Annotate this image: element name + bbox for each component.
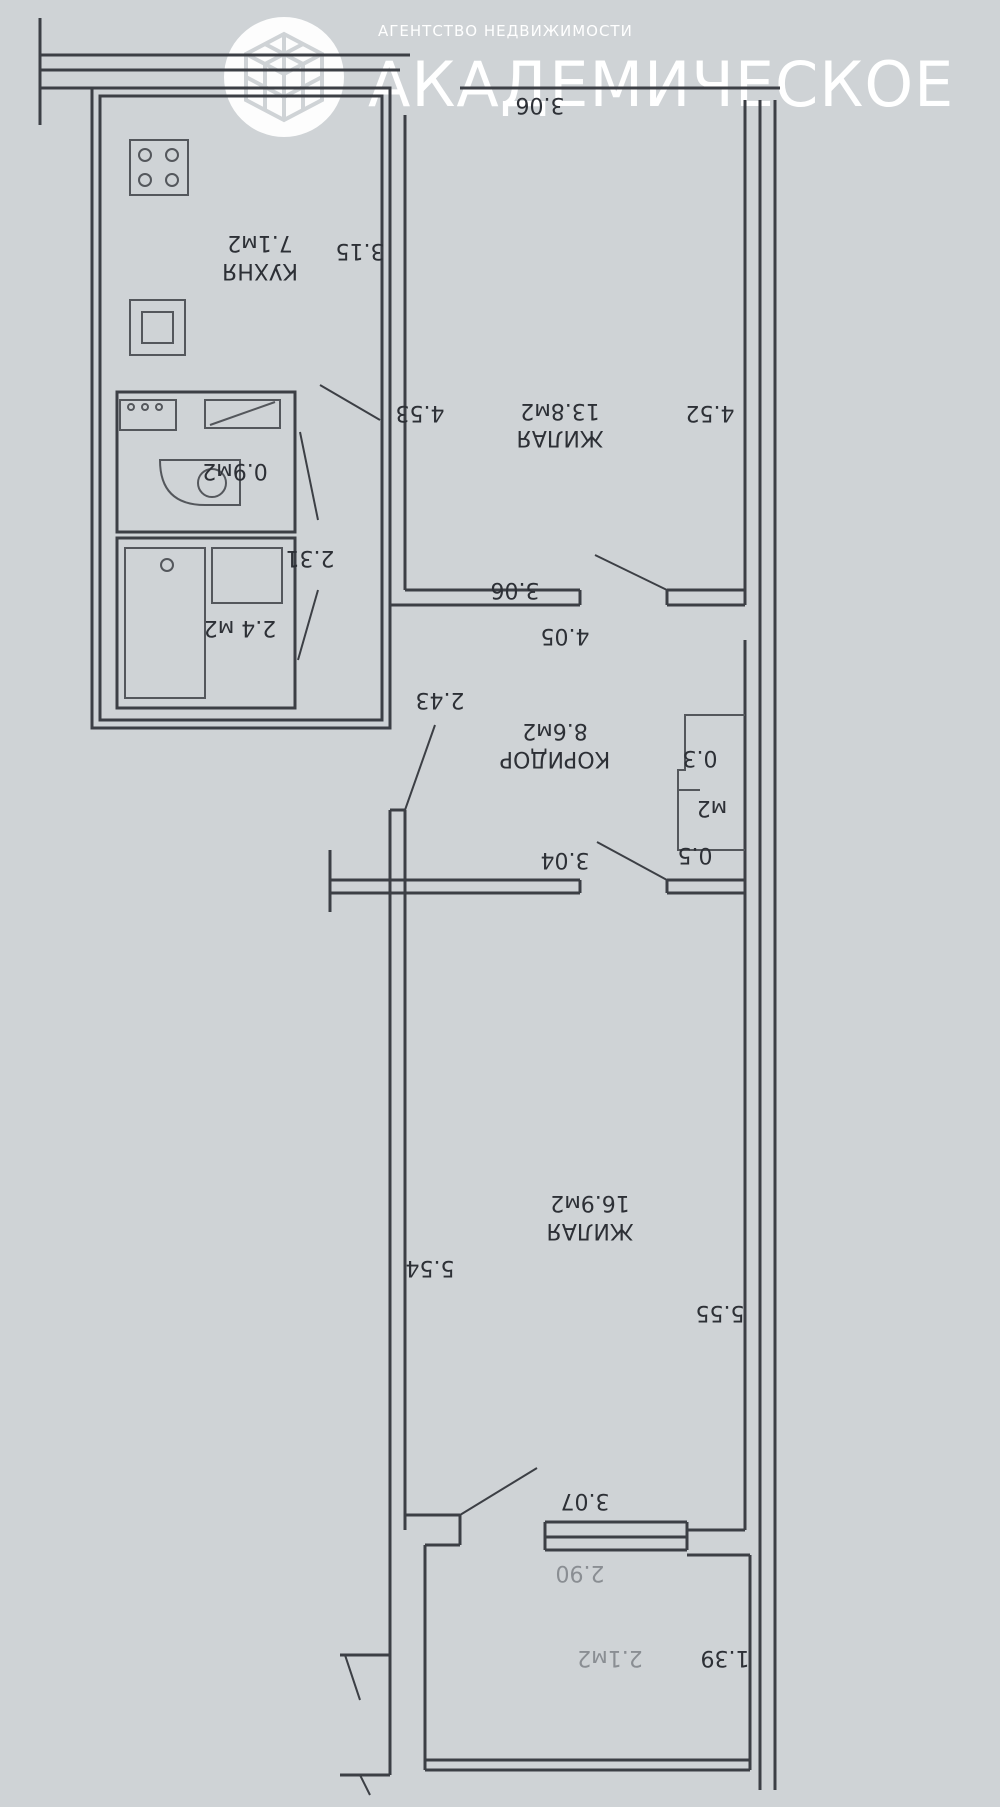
closet bbox=[677, 714, 745, 851]
kitchen-stove bbox=[129, 139, 189, 196]
living-2-area: 16.9м2 bbox=[550, 1190, 630, 1215]
corridor bbox=[328, 640, 747, 1530]
living-1-area: 13.8м2 bbox=[520, 398, 600, 423]
dim-living2-right: 5.55 bbox=[696, 1300, 745, 1325]
outer-right-wall bbox=[758, 100, 777, 1790]
kitchen-name: КУХНЯ bbox=[222, 258, 298, 283]
dim-kitchen: 3.15 bbox=[336, 238, 385, 263]
dim-closet-2: 0.5 bbox=[678, 842, 713, 867]
dim-bath: 2.31 bbox=[286, 545, 335, 570]
bath-area: 2.4 м2 bbox=[204, 615, 277, 640]
wc-room bbox=[115, 390, 319, 534]
dim-balcony-width: 2.90 bbox=[556, 1560, 605, 1585]
agency-tagline: АГЕНТСТВО НЕДВИЖИМОСТИ bbox=[378, 22, 633, 40]
dim-corridor-top: 4.05 bbox=[541, 623, 590, 648]
top-wall bbox=[38, 18, 780, 125]
kitchen-sink bbox=[129, 299, 186, 356]
agency-name: АКАДЕМИЧЕСКОЕ bbox=[368, 48, 955, 121]
closet-area: м2 bbox=[697, 795, 728, 820]
dim-corridor-bottom: 3.04 bbox=[541, 847, 590, 872]
living-2-name: ЖИЛАЯ bbox=[546, 1218, 633, 1243]
dim-closet-1: 0.3 bbox=[683, 745, 718, 770]
dim-balcony-depth: 1.39 bbox=[701, 1645, 750, 1670]
dim-living2-bottom: 3.07 bbox=[561, 1488, 610, 1513]
living-room-1 bbox=[319, 100, 747, 607]
balcony-area: 2.1м2 bbox=[577, 1645, 643, 1670]
dim-living1-left: 4.53 bbox=[396, 400, 445, 425]
dim-living2-left: 5.54 bbox=[406, 1255, 455, 1280]
corridor-name: КОРИДОР bbox=[500, 746, 610, 771]
dim-living1-right: 4.52 bbox=[686, 400, 735, 425]
dim-top: 3.06 bbox=[516, 92, 565, 117]
dim-corridor-left: 2.43 bbox=[416, 687, 465, 712]
living-room-2 bbox=[405, 1467, 745, 1552]
agency-logo: АГЕНТСТВО НЕДВИЖИМОСТИ АКАДЕМИЧЕСКОЕ bbox=[218, 12, 953, 142]
wc-area: 0.9м2 bbox=[202, 458, 268, 483]
kitchen-area: 7.1м2 bbox=[227, 230, 293, 255]
dim-living1-bottom: 3.06 bbox=[491, 577, 540, 602]
bath-room bbox=[115, 536, 319, 710]
balcony bbox=[340, 1530, 752, 1796]
living-1-name: ЖИЛАЯ bbox=[516, 425, 603, 450]
corridor-area: 8.6м2 bbox=[522, 718, 588, 743]
